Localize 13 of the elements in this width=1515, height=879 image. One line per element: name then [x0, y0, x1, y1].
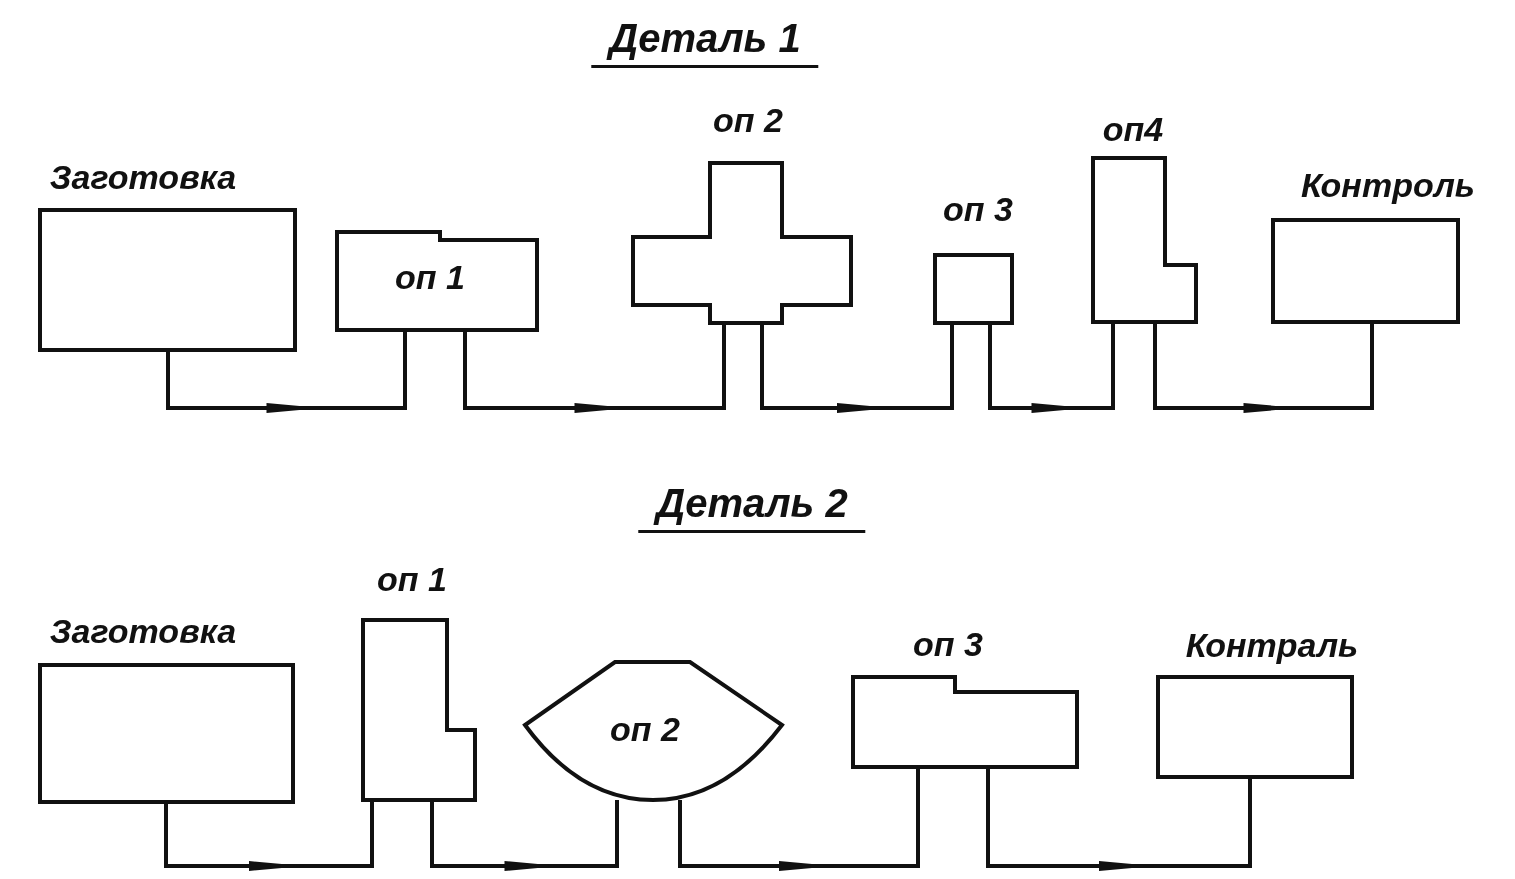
part-label: оп 1 — [395, 260, 465, 294]
part-label: оп 3 — [913, 627, 983, 661]
part-label: оп 2 — [610, 712, 680, 746]
part-label: оп 3 — [943, 192, 1013, 226]
part-label: оп 1 — [377, 562, 447, 596]
part-label: Заготовка — [49, 160, 237, 194]
part-label: оп 2 — [713, 103, 783, 137]
part-label: Контроль — [1301, 168, 1475, 202]
part-label: Заготовка — [49, 614, 237, 648]
section-heading: Деталь 2 — [638, 480, 866, 533]
part-label: Контраль — [1185, 628, 1359, 662]
part-label: оп4 — [1102, 112, 1164, 146]
section-heading: Деталь 1 — [591, 15, 819, 68]
